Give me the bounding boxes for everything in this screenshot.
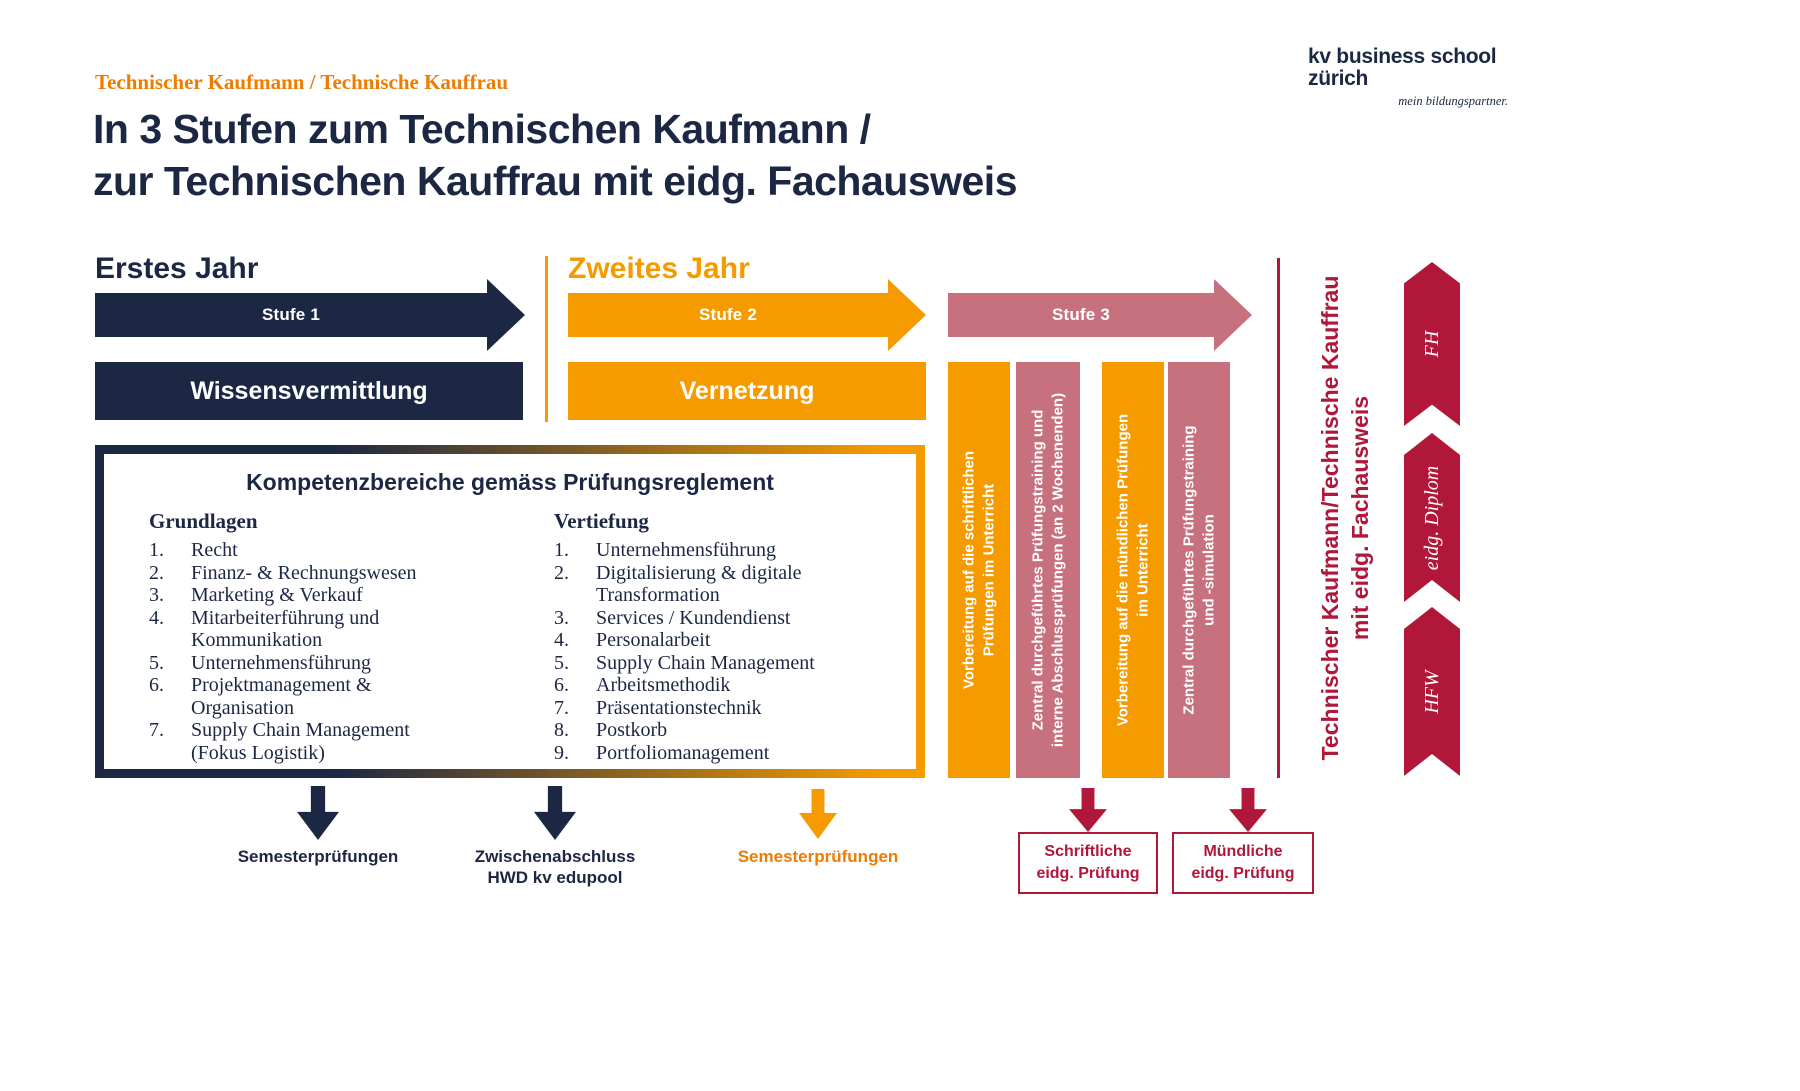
oral-exam-label: Mündliche eidg. Prüfung (1191, 843, 1295, 882)
grundlagen-list: Recht Finanz- & Rechnungswesen Marketing… (149, 539, 449, 764)
item-text: Marketing & Verkauf (191, 584, 363, 606)
qualification-line1: Technischer Kaufmann/Technische Kauffrau (1317, 275, 1344, 761)
down-arrow-written-exam (1069, 788, 1107, 832)
further-path-fh: FH (1404, 262, 1460, 426)
prep-bar-text: Zentral durchgeführtes Prüfungstraining … (1180, 425, 1218, 715)
item-text: Unternehmensführung (191, 651, 371, 674)
prep-bar-oral-classroom: Vorbereitung auf die mündlichen Prüfunge… (1102, 362, 1164, 778)
item-text: Recht (191, 539, 238, 561)
prep-bar-text: Vorbereitung auf die mündlichen Prüfunge… (1114, 413, 1152, 727)
item-text: Services / Kundendienst (596, 606, 791, 629)
prep-bar-text: Zentral durchgeführtes Prüfungstraining … (1029, 392, 1067, 748)
stage3-arrow-label: Stufe 3 (1051, 305, 1111, 324)
phase-wissensvermittlung: Wissensvermittlung (95, 362, 523, 420)
stage1-arrow: Stufe 1 (95, 293, 487, 337)
vertiefung-column: Vertiefung Unternehmensführung Digitalis… (554, 509, 869, 764)
list-item: Unternehmensführung (554, 539, 869, 562)
grundlagen-column: Grundlagen Recht Finanz- & Rechnungswese… (149, 509, 449, 764)
list-item: Portfoliomanagement (554, 742, 869, 765)
item-text: Finanz- & Rechnungswesen (191, 561, 417, 584)
list-item: Postkorb (554, 719, 869, 742)
prep-bar-written-classroom: Vorbereitung auf die schriftlichen Prüfu… (948, 362, 1010, 778)
list-item: Digitalisierung & digitale Transformatio… (554, 562, 869, 607)
phase-vernetzung: Vernetzung (568, 362, 926, 420)
year-divider-line (545, 256, 548, 422)
item-text: Projektmanagement & Organisation (191, 674, 372, 719)
prep-bar-central-training-written: Zentral durchgeführtes Prüfungstraining … (1016, 362, 1080, 778)
item-text: Supply Chain Management (Fokus Logistik) (191, 719, 410, 764)
item-text: Postkorb (596, 719, 668, 741)
item-text: Präsentationstechnik (596, 696, 762, 719)
logo-tagline: mein bildungspartner. (1398, 94, 1508, 109)
list-item: Projektmanagement & Organisation (149, 674, 449, 719)
competence-box-title: Kompetenzbereiche gemäss Prüfungsregleme… (246, 469, 774, 495)
item-text: Unternehmensführung (596, 539, 776, 561)
written-exam-box: Schriftliche eidg. Prüfung (1018, 832, 1158, 894)
page-title-line1: In 3 Stufen zum Technischen Kaufmann / (93, 106, 871, 152)
qualification-vertical-label: Technischer Kaufmann/Technische Kauffrau… (1290, 258, 1402, 778)
qualification-divider-line (1277, 258, 1280, 778)
stage2-arrow-label: Stufe 2 (698, 305, 758, 324)
vertiefung-list: Unternehmensführung Digitalisierung & di… (554, 539, 869, 764)
further-path-label: HFW (1421, 669, 1443, 714)
item-text: Digitalisierung & digitale Transformatio… (596, 561, 802, 607)
item-text: Personalarbeit (596, 629, 711, 651)
further-path-hfw: HFW (1404, 607, 1460, 776)
logo-name-line1: kv business school (1308, 45, 1497, 68)
item-text: Supply Chain Management (596, 651, 815, 674)
stage1-arrow-label: Stufe 1 (261, 305, 321, 324)
further-path-label: eidg. Diplom (1421, 465, 1443, 570)
prep-bar-central-training-simulation: Zentral durchgeführtes Prüfungstraining … (1168, 362, 1230, 778)
list-item: Finanz- & Rechnungswesen (149, 562, 449, 585)
list-item: Marketing & Verkauf (149, 584, 449, 607)
qualification-line2: mit eidg. Fachausweis (1347, 395, 1373, 641)
logo-name-line2: zürich (1308, 67, 1369, 91)
stage2-arrow: Stufe 2 (568, 293, 888, 337)
prep-bar-text: Vorbereitung auf die schriftlichen Prüfu… (960, 450, 998, 690)
oral-exam-box: Mündliche eidg. Prüfung (1172, 832, 1314, 894)
list-item: Personalarbeit (554, 629, 869, 652)
grundlagen-heading: Grundlagen (149, 509, 258, 533)
eyebrow-subtitle: Technischer Kaufmann / Technische Kauffr… (95, 70, 509, 94)
stage3-arrow: Stufe 3 (948, 293, 1214, 337)
milestone-semester2: Semesterprüfungen (737, 847, 899, 866)
qualification-text: Technischer Kaufmann/Technische Kauffrau… (1316, 258, 1376, 778)
further-path-eidg-diplom: eidg. Diplom (1404, 433, 1460, 602)
list-item: Unternehmensführung (149, 652, 449, 675)
up-arrow-shape (1404, 262, 1460, 426)
list-item: Mitarbeiterführung und Kommunikation (149, 607, 449, 652)
further-path-label: FH (1421, 330, 1443, 358)
item-text: Arbeitsmethodik (596, 674, 731, 696)
competence-box: Kompetenzbereiche gemäss Prüfungsregleme… (95, 445, 925, 778)
down-arrow-zwischenabschluss (534, 786, 576, 840)
vertiefung-heading: Vertiefung (554, 509, 649, 533)
list-item: Arbeitsmethodik (554, 674, 869, 697)
down-arrow-semester2 (799, 789, 837, 839)
phase1-label: Wissensvermittlung (190, 376, 428, 405)
page-title: In 3 Stufen zum Technischen Kaufmann / z… (93, 104, 1018, 207)
up-arrow-shape (1404, 607, 1460, 776)
phase2-label: Vernetzung (679, 376, 815, 405)
item-text: Portfoliomanagement (596, 741, 770, 764)
milestone-zwischenabschluss: Zwischenabschluss HWD kv edupool (474, 847, 636, 888)
logo: kv business school zürich mein bildungsp… (1308, 45, 1508, 109)
milestone-semester1: Semesterprüfungen (237, 847, 399, 866)
list-item: Supply Chain Management (Fokus Logistik) (149, 719, 449, 764)
year2-heading: Zweites Jahr (568, 252, 750, 285)
list-item: Präsentationstechnik (554, 697, 869, 720)
year1-heading: Erstes Jahr (95, 252, 259, 285)
list-item: Services / Kundendienst (554, 607, 869, 630)
written-exam-label: Schriftliche eidg. Prüfung (1036, 843, 1140, 882)
down-arrow-oral-exam (1229, 788, 1267, 832)
list-item: Recht (149, 539, 449, 562)
list-item: Supply Chain Management (554, 652, 869, 675)
up-arrow-shape (1404, 433, 1460, 602)
down-arrow-semester1 (297, 786, 339, 840)
page-title-line2: zur Technischen Kauffrau mit eidg. Facha… (93, 157, 1018, 204)
item-text: Mitarbeiterführung und Kommunikation (191, 606, 380, 652)
